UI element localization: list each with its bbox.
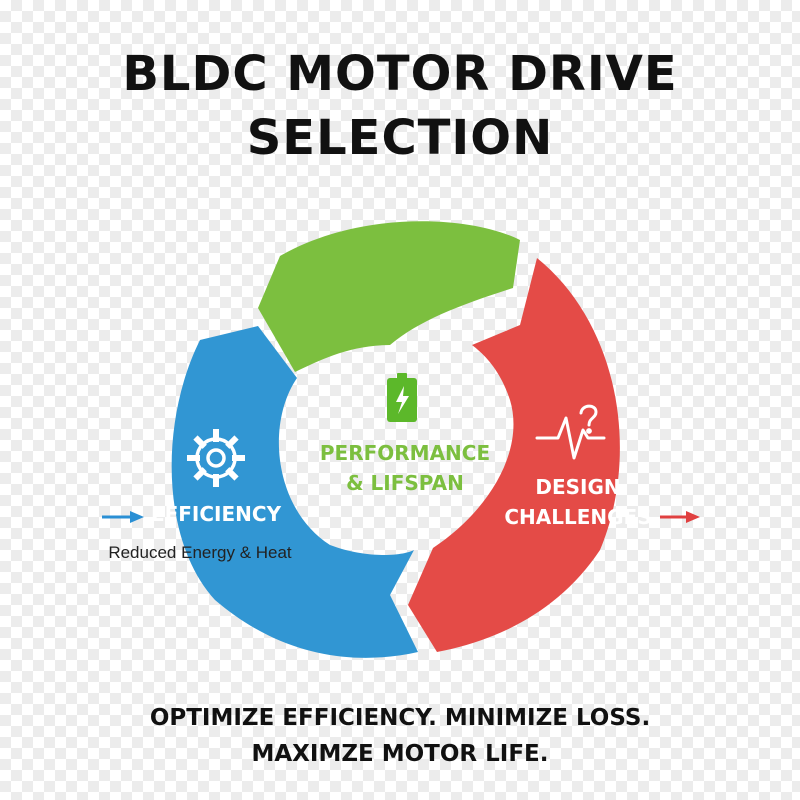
page-title: BLDC MOTOR DRIVE SELECTION <box>0 42 800 170</box>
tagline: OPTIMIZE EFFICIENCY. MINIMIZE LOSS. MAXI… <box>0 700 800 772</box>
right-arrow-icon <box>660 511 700 523</box>
design-label-line-2: CHALLENGES <box>504 505 651 529</box>
waveform-question-icon <box>535 404 606 460</box>
performance-label-line-1: PERFORMANCE <box>320 441 490 465</box>
efficiency-sublabel: Reduced Energy & Heat <box>108 543 292 562</box>
title-line-2: SELECTION <box>246 110 554 166</box>
blue-segment <box>171 326 418 658</box>
efficiency-label: EFFICIENCY <box>151 502 282 526</box>
red-segment <box>408 258 620 652</box>
tagline-line-2: MAXIMZE MOTOR LIFE. <box>251 741 549 767</box>
battery-icon <box>387 373 417 422</box>
tagline-line-1: OPTIMIZE EFFICIENCY. MINIMIZE LOSS. <box>149 705 651 731</box>
gear-icon <box>187 429 245 487</box>
green-segment <box>258 221 520 372</box>
title-line-1: BLDC MOTOR DRIVE <box>122 46 678 102</box>
performance-label-line-2: & LIFSPAN <box>346 471 464 495</box>
left-arrow-icon <box>102 511 144 523</box>
design-label-line-1: DESIGN <box>535 475 620 499</box>
